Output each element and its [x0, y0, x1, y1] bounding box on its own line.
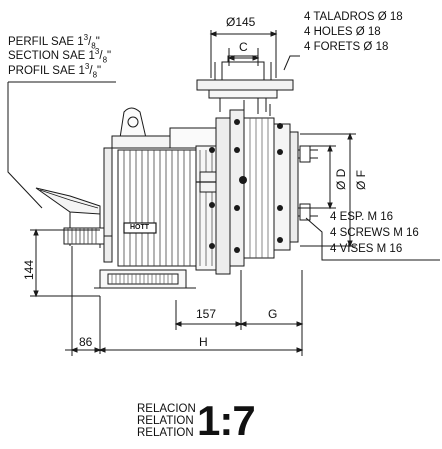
dimension-c: C [239, 40, 248, 54]
dimension-diameter-145: Ø145 [226, 15, 256, 29]
dimension-g: G [268, 307, 278, 321]
screws-label-en: 4 SCREWS M 16 [330, 227, 419, 239]
gearbox-body [94, 117, 231, 289]
dimension-lines-right [300, 132, 440, 261]
dimension-f: Ø F [354, 170, 368, 190]
dimension-144: 144 [22, 259, 36, 280]
dimension-157: 157 [196, 307, 217, 321]
nameplate-text: HOTT [130, 224, 150, 231]
dimension-lines-bottom [30, 228, 304, 356]
profile-label-fr: PROFIL SAE 13/8" [8, 62, 102, 80]
screws-label-es: 4 ESP. M 16 [330, 211, 394, 223]
lifting-eye [119, 107, 147, 139]
dimension-h: H [199, 335, 208, 349]
gear-ratio: 1:7 [197, 397, 256, 444]
profile-label-es: PERFIL SAE 13/8" [8, 33, 100, 51]
dimension-lines-top [209, 30, 300, 78]
pulley [35, 187, 112, 248]
profile-leader [7, 81, 116, 209]
profile-label-en: SECTION SAE 13/8" [8, 47, 112, 65]
input-shaft [196, 171, 217, 193]
relation-label-es: RELACION [137, 403, 196, 415]
holes-label-es: 4 TALADROS Ø 18 [304, 11, 403, 23]
holes-label-en: 4 HOLES Ø 18 [304, 26, 381, 38]
dimension-d: Ø D [334, 168, 348, 190]
relation-label-fr: RELATION [137, 427, 194, 439]
output-flange [209, 98, 318, 267]
top-mounting-flange [196, 55, 294, 112]
dimension-86: 86 [79, 335, 93, 349]
screws-label-fr: 4 VISES M 16 [330, 243, 403, 255]
relation-label-en: RELATION [137, 415, 194, 427]
holes-label-fr: 4 FORETS Ø 18 [304, 41, 389, 53]
